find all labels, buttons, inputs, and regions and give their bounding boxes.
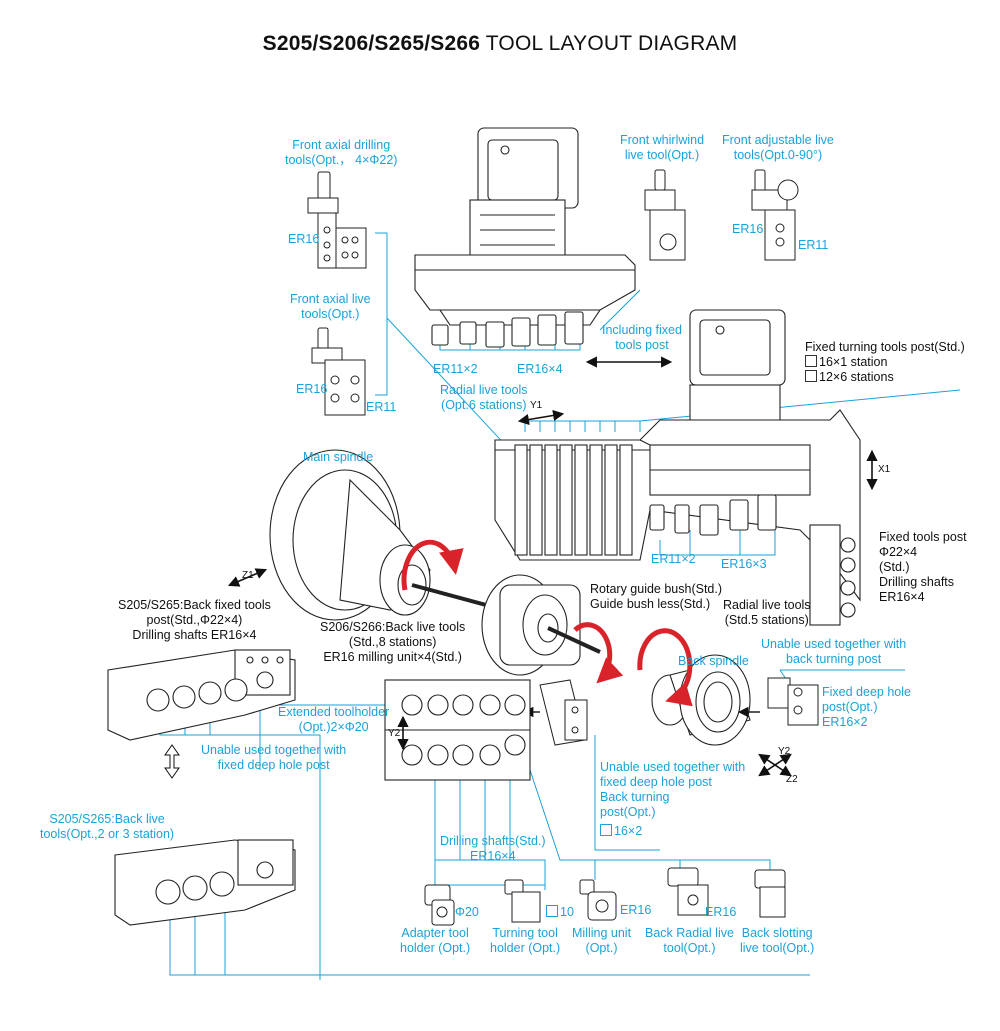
label-rotary-guide-bush: Rotary guide bush(Std.) Guide bush less(…: [590, 582, 723, 611]
back-fixed-tools-block: [107, 649, 296, 741]
label-axis-z2: Z2: [786, 774, 798, 785]
label-er16x3-right: ER16×3: [721, 557, 767, 571]
title-models: S205/S206/S265/S266: [262, 32, 481, 55]
fixed-turning-post: [494, 309, 861, 626]
top-radial-live-block: [414, 127, 636, 348]
front-adjustable-tool: [751, 169, 799, 261]
square-icon: [805, 370, 817, 382]
label-unable-deep-left: Unable used together with fixed deep hol…: [201, 743, 347, 772]
label-back-fixed-tools: S205/S265:Back fixed tools post(Std.,Φ22…: [118, 598, 271, 642]
label-fixed-tools-post: Fixed tools post Φ22×4 (Std.) Drilling s…: [879, 530, 967, 604]
axis-arrows: [227, 356, 878, 777]
front-axial-live-tools: [311, 327, 366, 416]
label-turning-tool: Turning tool holder (Opt.): [490, 926, 561, 955]
fixed-deep-hole-post: [737, 677, 819, 726]
front-axial-drilling-tools: [307, 171, 367, 269]
label-main-spindle: Main spindle: [303, 450, 374, 464]
label-axis-y1: Y1: [530, 400, 543, 411]
square-icon: [546, 905, 558, 917]
back-spindle: [651, 654, 751, 746]
label-er11x2-top: ER11×2: [433, 362, 478, 376]
label-extended-toolholder: Extended toolholder (Opt.)2×Φ20: [278, 705, 390, 734]
label-front-whirlwind: Front whirlwind live tool(Opt.): [620, 133, 705, 162]
label-s205-back-live: S205/S265:Back live tools(Opt.,2 or 3 st…: [40, 812, 175, 841]
title-text: TOOL LAYOUT DIAGRAM: [485, 32, 738, 55]
label-er11-b: ER11: [366, 400, 397, 414]
label-milling-unit: Milling unit (Opt.): [572, 926, 632, 955]
label-radial-live-opt: Radial live tools (Opt.6 stations): [440, 383, 528, 412]
square-icon: [805, 355, 817, 367]
page-title: S205/S206/S265/S266 TOOL LAYOUT DIAGRAM: [0, 32, 1000, 56]
label-unable-deep-right: Unable used together with fixed deep hol…: [600, 760, 746, 838]
label-phi20: Φ20: [455, 905, 479, 919]
label-front-axial-drilling: Front axial drilling tools(Opt.， 4×Φ22): [285, 138, 398, 167]
label-er16-mill: ER16: [620, 903, 652, 917]
label-including-fixed: Including fixed tools post: [602, 323, 682, 352]
label-sq10: 10: [546, 905, 574, 920]
back-turning-post: [522, 679, 588, 746]
label-fixed-deep-hole: Fixed deep hole post(Opt.) ER16×2: [822, 685, 911, 729]
label-er11-c: ER11: [798, 238, 829, 252]
label-axis-z1: Z1: [242, 570, 254, 581]
label-front-adjustable: Front adjustable live tools(Opt.0-90°): [722, 133, 834, 162]
label-axis-x1: X1: [878, 464, 891, 475]
label-axis-y2: Y2: [388, 728, 401, 739]
label-er11x2-right: ER11×2: [651, 552, 696, 566]
label-fixed-turning-post: Fixed turning tools post(Std.) 16×1 stat…: [805, 340, 965, 384]
square-icon: [600, 824, 612, 836]
label-front-axial-live: Front axial live tools(Opt.): [290, 292, 371, 321]
option-tools-row: [424, 867, 786, 926]
rotary-guide-bush: [481, 574, 601, 676]
label-back-radial-live: Back Radial live tool(Opt.): [645, 926, 734, 955]
label-radial-live-std: Radial live tools (Std.5 stations): [723, 598, 811, 627]
rotation-arrows: [401, 539, 693, 707]
label-er16-b: ER16: [296, 382, 328, 396]
label-back-spindle: Back spindle: [678, 654, 749, 668]
back-live-tools-opt-block: [114, 839, 296, 926]
label-unable-back-turning: Unable used together with back turning p…: [761, 637, 907, 666]
label-s206-back-live: S206/S266:Back live tools (Std.,8 statio…: [320, 620, 466, 664]
label-drilling-std: Drilling shafts(Std.) ER16×4: [440, 834, 546, 863]
label-er16-c: ER16: [732, 222, 764, 236]
label-er16-radial: ER16: [705, 905, 737, 919]
label-axis-y2-small: Y2: [778, 746, 791, 757]
double-arrow-vertical: [164, 744, 180, 779]
label-adapter-tool: Adapter tool holder (Opt.): [400, 926, 471, 955]
back-live-tools-block: [384, 679, 531, 781]
label-er16x4-top: ER16×4: [517, 362, 563, 376]
front-whirlwind-tool: [644, 169, 686, 261]
label-er16-a: ER16: [288, 232, 320, 246]
label-back-slotting: Back slotting live tool(Opt.): [740, 926, 815, 955]
